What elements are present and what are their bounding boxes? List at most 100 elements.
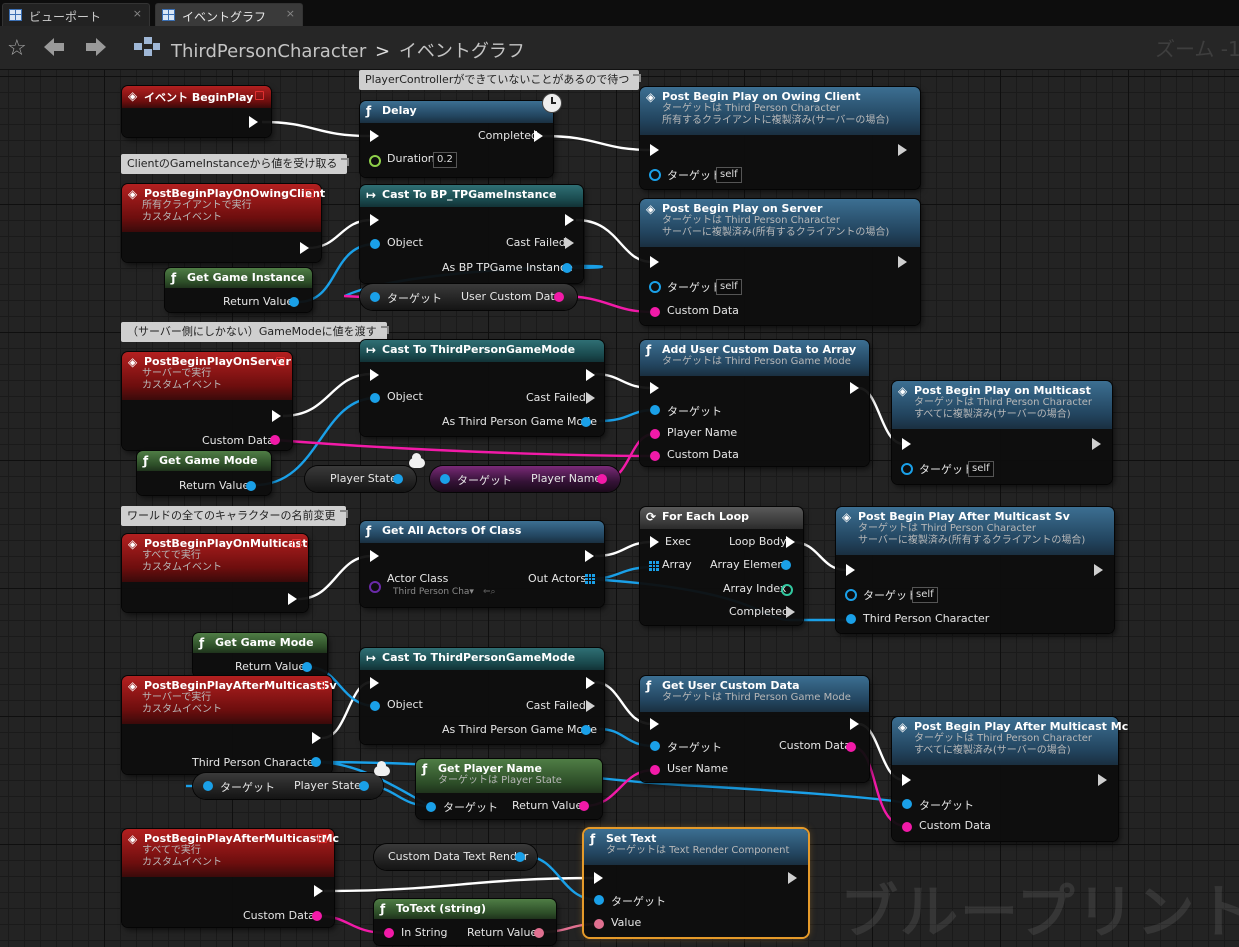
string-pin[interactable] <box>650 307 660 317</box>
comment-bubble[interactable]: ClientのGameInstanceから値を受け取る <box>121 154 350 174</box>
text-pin[interactable] <box>594 919 604 929</box>
exec-in-pin[interactable] <box>650 536 659 548</box>
string-pin[interactable] <box>270 435 280 445</box>
exec-in-pin[interactable] <box>650 256 659 268</box>
game-instance-get-node[interactable]: ターゲット User Custom Data <box>360 284 577 310</box>
exec-in-pin[interactable] <box>370 214 379 226</box>
string-pin[interactable] <box>597 474 607 484</box>
object-pin[interactable] <box>370 701 380 711</box>
object-pin[interactable] <box>650 741 660 751</box>
object-pin[interactable] <box>581 417 591 427</box>
forward-arrow-icon[interactable] <box>86 38 106 56</box>
for-each-loop-node[interactable]: ⟳For Each Loop Exec Loop Body Array Arra… <box>640 507 803 625</box>
object-pin[interactable] <box>359 781 369 791</box>
exec-out-pin[interactable] <box>586 369 595 381</box>
string-pin[interactable] <box>312 911 322 921</box>
custom-data-text-render-variable[interactable]: Custom Data Text Render <box>374 844 537 870</box>
object-pin[interactable] <box>370 239 380 249</box>
browse-arrow-icon[interactable]: ⇐⌕ <box>483 587 496 597</box>
string-pin[interactable] <box>384 928 394 938</box>
exec-out-pin[interactable] <box>1092 438 1101 450</box>
object-pin[interactable] <box>203 781 213 791</box>
class-pin[interactable] <box>369 581 381 593</box>
exec-out-pin[interactable] <box>565 214 574 226</box>
object-pin[interactable] <box>594 895 604 905</box>
comment-bubble[interactable]: （サーバー側にしかない）GameModeに値を渡す <box>121 322 389 342</box>
object-pin[interactable] <box>781 560 791 570</box>
exec-out-pin[interactable] <box>898 144 907 156</box>
object-pin[interactable] <box>845 589 857 601</box>
string-pin[interactable] <box>554 292 564 302</box>
array-pin[interactable] <box>649 561 659 571</box>
exec-out-pin[interactable] <box>272 410 281 422</box>
event-begin-play-node[interactable]: ◈イベント BeginPlay <box>122 86 271 137</box>
object-pin[interactable] <box>581 725 591 735</box>
string-pin[interactable] <box>902 822 912 832</box>
event-graph-canvas[interactable]: ブループリント <box>0 70 1239 947</box>
exec-out-pin[interactable] <box>788 872 797 884</box>
back-arrow-icon[interactable] <box>44 38 64 56</box>
cast-failed-pin[interactable] <box>586 392 595 404</box>
exec-in-pin[interactable] <box>650 144 659 156</box>
tab-close-icon[interactable]: × <box>132 7 142 20</box>
object-pin[interactable] <box>393 474 403 484</box>
object-pin[interactable] <box>846 614 856 624</box>
object-pin[interactable] <box>440 474 450 484</box>
tab-event-graph[interactable]: イベントグラフ × <box>155 3 303 26</box>
exec-out-pin[interactable] <box>1098 774 1107 786</box>
float-pin[interactable] <box>369 155 381 167</box>
exec-out-pin[interactable] <box>786 536 795 548</box>
object-pin[interactable] <box>649 169 661 181</box>
object-pin[interactable] <box>649 281 661 293</box>
object-pin[interactable] <box>289 297 299 307</box>
exec-in-pin[interactable] <box>846 564 855 576</box>
object-pin[interactable] <box>426 802 436 812</box>
object-pin[interactable] <box>902 799 912 809</box>
exec-out-pin[interactable] <box>312 732 321 744</box>
exec-out-pin[interactable] <box>534 130 543 142</box>
duration-input[interactable]: 0.2 <box>433 152 457 168</box>
exec-in-pin[interactable] <box>594 872 603 884</box>
breadcrumb-current[interactable]: イベントグラフ <box>398 41 525 62</box>
cast-failed-pin[interactable] <box>565 237 574 249</box>
tab-close-icon[interactable]: × <box>285 7 295 20</box>
exec-out-pin[interactable] <box>288 593 297 605</box>
player-state-variable[interactable]: Player State <box>305 466 416 492</box>
string-pin[interactable] <box>650 451 660 461</box>
text-pin[interactable] <box>534 928 544 938</box>
object-pin[interactable] <box>370 393 380 403</box>
object-pin[interactable] <box>370 292 380 302</box>
cast-to-game-mode-node[interactable]: ↦Cast To ThirdPersonGameMode Object Cast… <box>360 340 604 436</box>
exec-in-pin[interactable] <box>902 438 911 450</box>
exec-out-pin[interactable] <box>898 256 907 268</box>
cast-to-game-mode-node[interactable]: ↦Cast To ThirdPersonGameMode Object Cast… <box>360 648 604 744</box>
string-pin[interactable] <box>650 765 660 775</box>
exec-in-pin[interactable] <box>902 774 911 786</box>
cast-to-game-instance-node[interactable]: ↦Cast To BP_TPGameInstance Object Cast F… <box>360 185 583 283</box>
exec-out-pin[interactable] <box>585 550 594 562</box>
class-dropdown[interactable]: Third Person Cha▾ <box>393 587 474 597</box>
cast-failed-pin[interactable] <box>586 700 595 712</box>
object-pin[interactable] <box>246 481 256 491</box>
exec-out-pin[interactable] <box>850 382 859 394</box>
exec-in-pin[interactable] <box>370 677 379 689</box>
exec-out-pin[interactable] <box>249 116 258 128</box>
tab-viewport[interactable]: ビューポート × <box>2 3 150 26</box>
